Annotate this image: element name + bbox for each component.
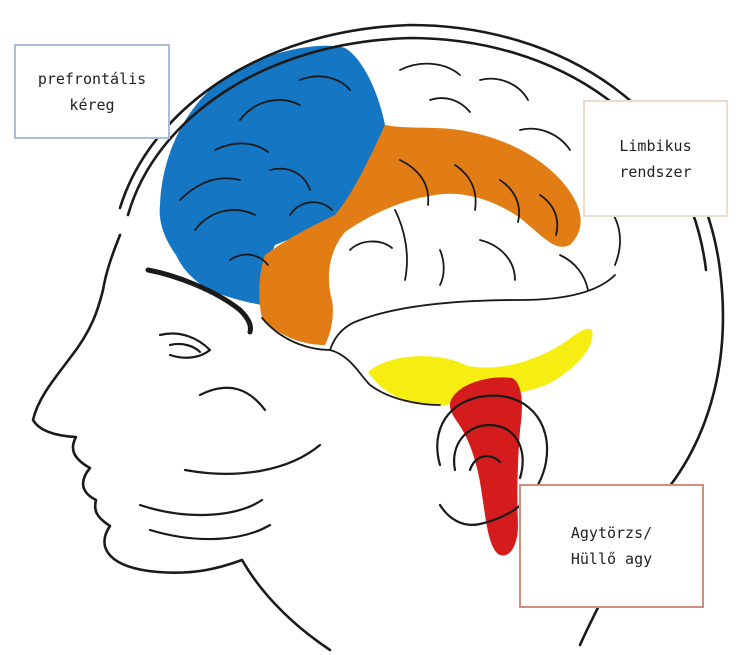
brainstem-label-line-2: Hüllő agy (571, 546, 652, 572)
limbic-label-line-2: rendszer (619, 159, 691, 185)
limbic-system-label: Limbikus rendszer (583, 100, 728, 217)
prefrontal-label-line-1: prefrontális (38, 66, 146, 92)
brainstem-label-line-1: Agytörzs/ (571, 520, 652, 546)
limbic-label-line-1: Limbikus (619, 133, 691, 159)
brainstem-label: Agytörzs/ Hüllő agy (519, 484, 704, 608)
prefrontal-label-line-2: kéreg (38, 92, 146, 118)
prefrontal-cortex-label: prefrontális kéreg (14, 44, 170, 139)
